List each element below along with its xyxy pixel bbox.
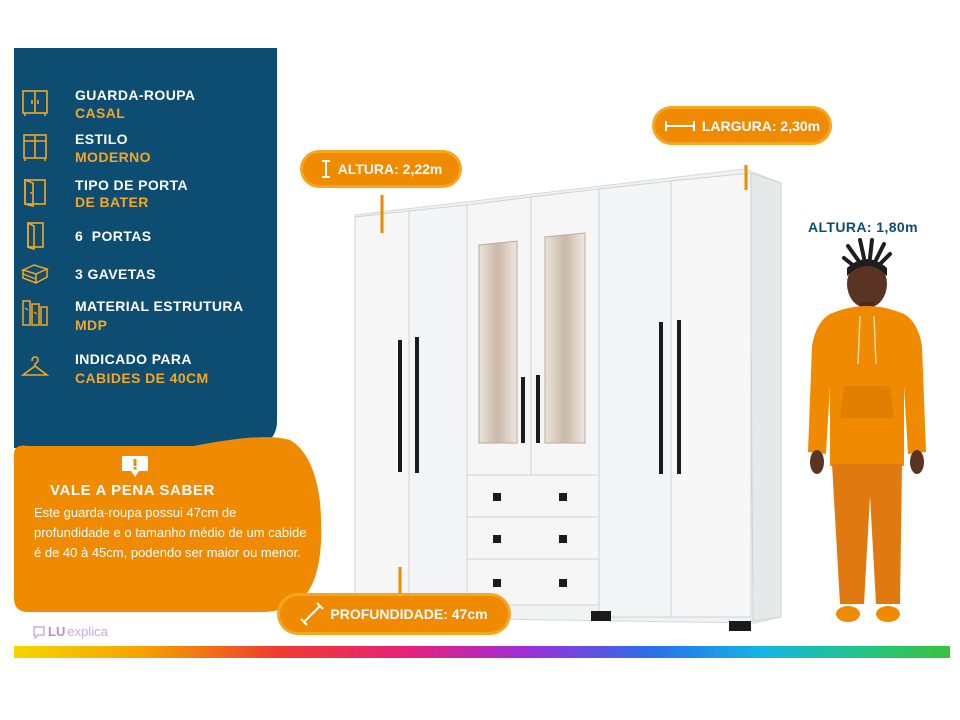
brand-explica: explica: [67, 624, 108, 639]
height-value: ALTURA: 2,22m: [337, 161, 443, 177]
spec-label: TIPO DE PORTA: [75, 177, 189, 193]
spec-label: GUARDA-ROUPA: [75, 87, 196, 103]
spec-panel: [14, 48, 277, 448]
spec-label: MATERIAL ESTRUTURA: [75, 298, 244, 314]
drawers-icon: [20, 264, 50, 285]
height-label: ALTURA: 2,22m: [303, 153, 459, 185]
chat-bubble-icon: [33, 625, 45, 639]
wardrobe-illustration: [354, 165, 782, 631]
horizontal-arrow-icon: [664, 120, 695, 131]
spec-label: 6 PORTAS: [75, 228, 152, 244]
human-height-label: ALTURA: 1,80m: [808, 219, 918, 235]
spec-value: MODERNO: [75, 149, 151, 165]
vertical-arrow-icon: [321, 160, 330, 178]
info-title: VALE A PENA SABER: [50, 482, 215, 499]
rainbow-bar: [14, 646, 950, 658]
depth-value: PROFUNDIDADE: 47cm: [330, 606, 488, 622]
info-text: Este guarda-roupa possui 47cm de profund…: [34, 505, 307, 560]
brand-logo: LU explica: [32, 624, 108, 639]
info-panel: [14, 437, 322, 612]
width-value: LARGURA: 2,30m: [701, 117, 821, 134]
wardrobe-icon: [22, 90, 48, 116]
door-type-icon: [24, 178, 46, 207]
spec-label: ESTILO: [75, 131, 128, 147]
spec-value: CASAL: [75, 105, 126, 121]
diagonal-arrow-icon: [300, 602, 325, 626]
wardrobe-style-icon: [23, 134, 47, 161]
brand-lu: LU: [48, 624, 66, 639]
human-figure: [808, 238, 926, 622]
alert-icon: [122, 456, 148, 477]
depth-label: PROFUNDIDADE: 47cm: [280, 596, 508, 632]
spec-value: MDP: [75, 317, 108, 333]
spec-label: INDICADO PARA: [75, 351, 192, 367]
hanger-icon: [20, 356, 50, 376]
spec-value: DE BATER: [75, 194, 149, 210]
width-label: LARGURA: 2,30m: [655, 109, 829, 142]
spec-label: 3 GAVETAS: [75, 266, 156, 282]
spec-value: CABIDES DE 40CM: [75, 370, 209, 386]
material-icon: [22, 300, 48, 326]
door-icon: [27, 221, 44, 250]
